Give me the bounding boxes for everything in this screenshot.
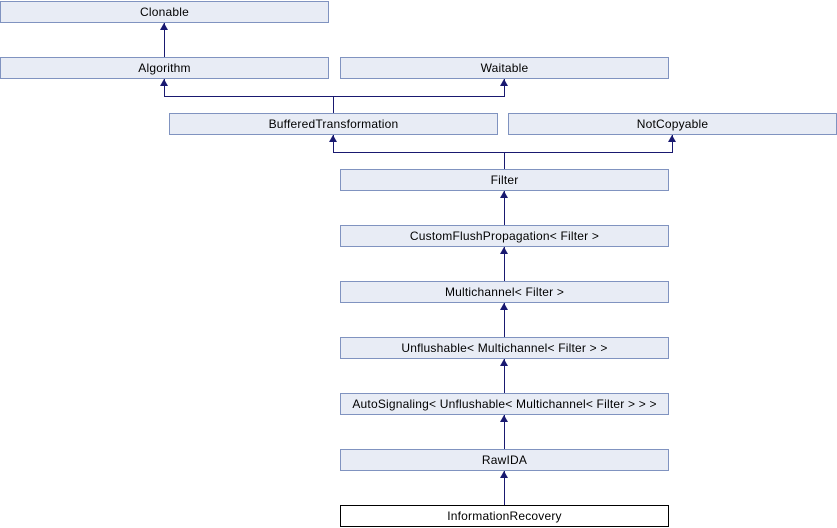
inheritance-edge-line xyxy=(504,471,505,505)
inheritance-edge-line xyxy=(164,79,165,96)
class-node-custom-flush-propagation[interactable]: CustomFlushPropagation< Filter > xyxy=(340,225,669,247)
inheritance-edge-line xyxy=(504,247,505,281)
arrowhead-up-icon xyxy=(160,23,168,30)
arrowhead-up-icon xyxy=(500,247,508,254)
class-node-raw-ida[interactable]: RawIDA xyxy=(340,449,669,471)
arrowhead-up-icon xyxy=(500,471,508,478)
inheritance-edge-line xyxy=(504,191,505,225)
inheritance-edge-line xyxy=(333,135,334,152)
class-node-unflushable[interactable]: Unflushable< Multichannel< Filter > > xyxy=(340,337,669,359)
class-node-buffered-transformation[interactable]: BufferedTransformation xyxy=(169,113,498,135)
arrowhead-up-icon xyxy=(500,303,508,310)
class-node-auto-signaling[interactable]: AutoSignaling< Unflushable< Multichannel… xyxy=(340,393,669,415)
arrowhead-up-icon xyxy=(500,79,508,86)
class-node-not-copyable[interactable]: NotCopyable xyxy=(508,113,837,135)
inheritance-edge-line xyxy=(333,96,334,113)
arrowhead-up-icon xyxy=(329,135,337,142)
inheritance-edge-line xyxy=(504,152,505,169)
inheritance-edge-line xyxy=(504,303,505,337)
class-node-filter[interactable]: Filter xyxy=(340,169,669,191)
arrowhead-up-icon xyxy=(668,135,676,142)
inheritance-edge-line xyxy=(333,152,673,153)
inheritance-edge-line xyxy=(672,135,673,152)
class-node-algorithm[interactable]: Algorithm xyxy=(0,57,329,79)
arrowhead-up-icon xyxy=(500,359,508,366)
arrowhead-up-icon xyxy=(500,191,508,198)
arrowhead-up-icon xyxy=(500,415,508,422)
arrowhead-up-icon xyxy=(160,79,168,86)
inheritance-edge-line xyxy=(504,359,505,393)
inheritance-edge-line xyxy=(504,415,505,449)
class-node-information-recovery: InformationRecovery xyxy=(340,505,669,527)
inheritance-edge-line xyxy=(164,96,505,97)
class-node-multichannel[interactable]: Multichannel< Filter > xyxy=(340,281,669,303)
class-node-waitable[interactable]: Waitable xyxy=(340,57,669,79)
class-node-clonable[interactable]: Clonable xyxy=(0,1,329,23)
inheritance-edge-line xyxy=(504,79,505,96)
inheritance-edge-line xyxy=(164,23,165,57)
